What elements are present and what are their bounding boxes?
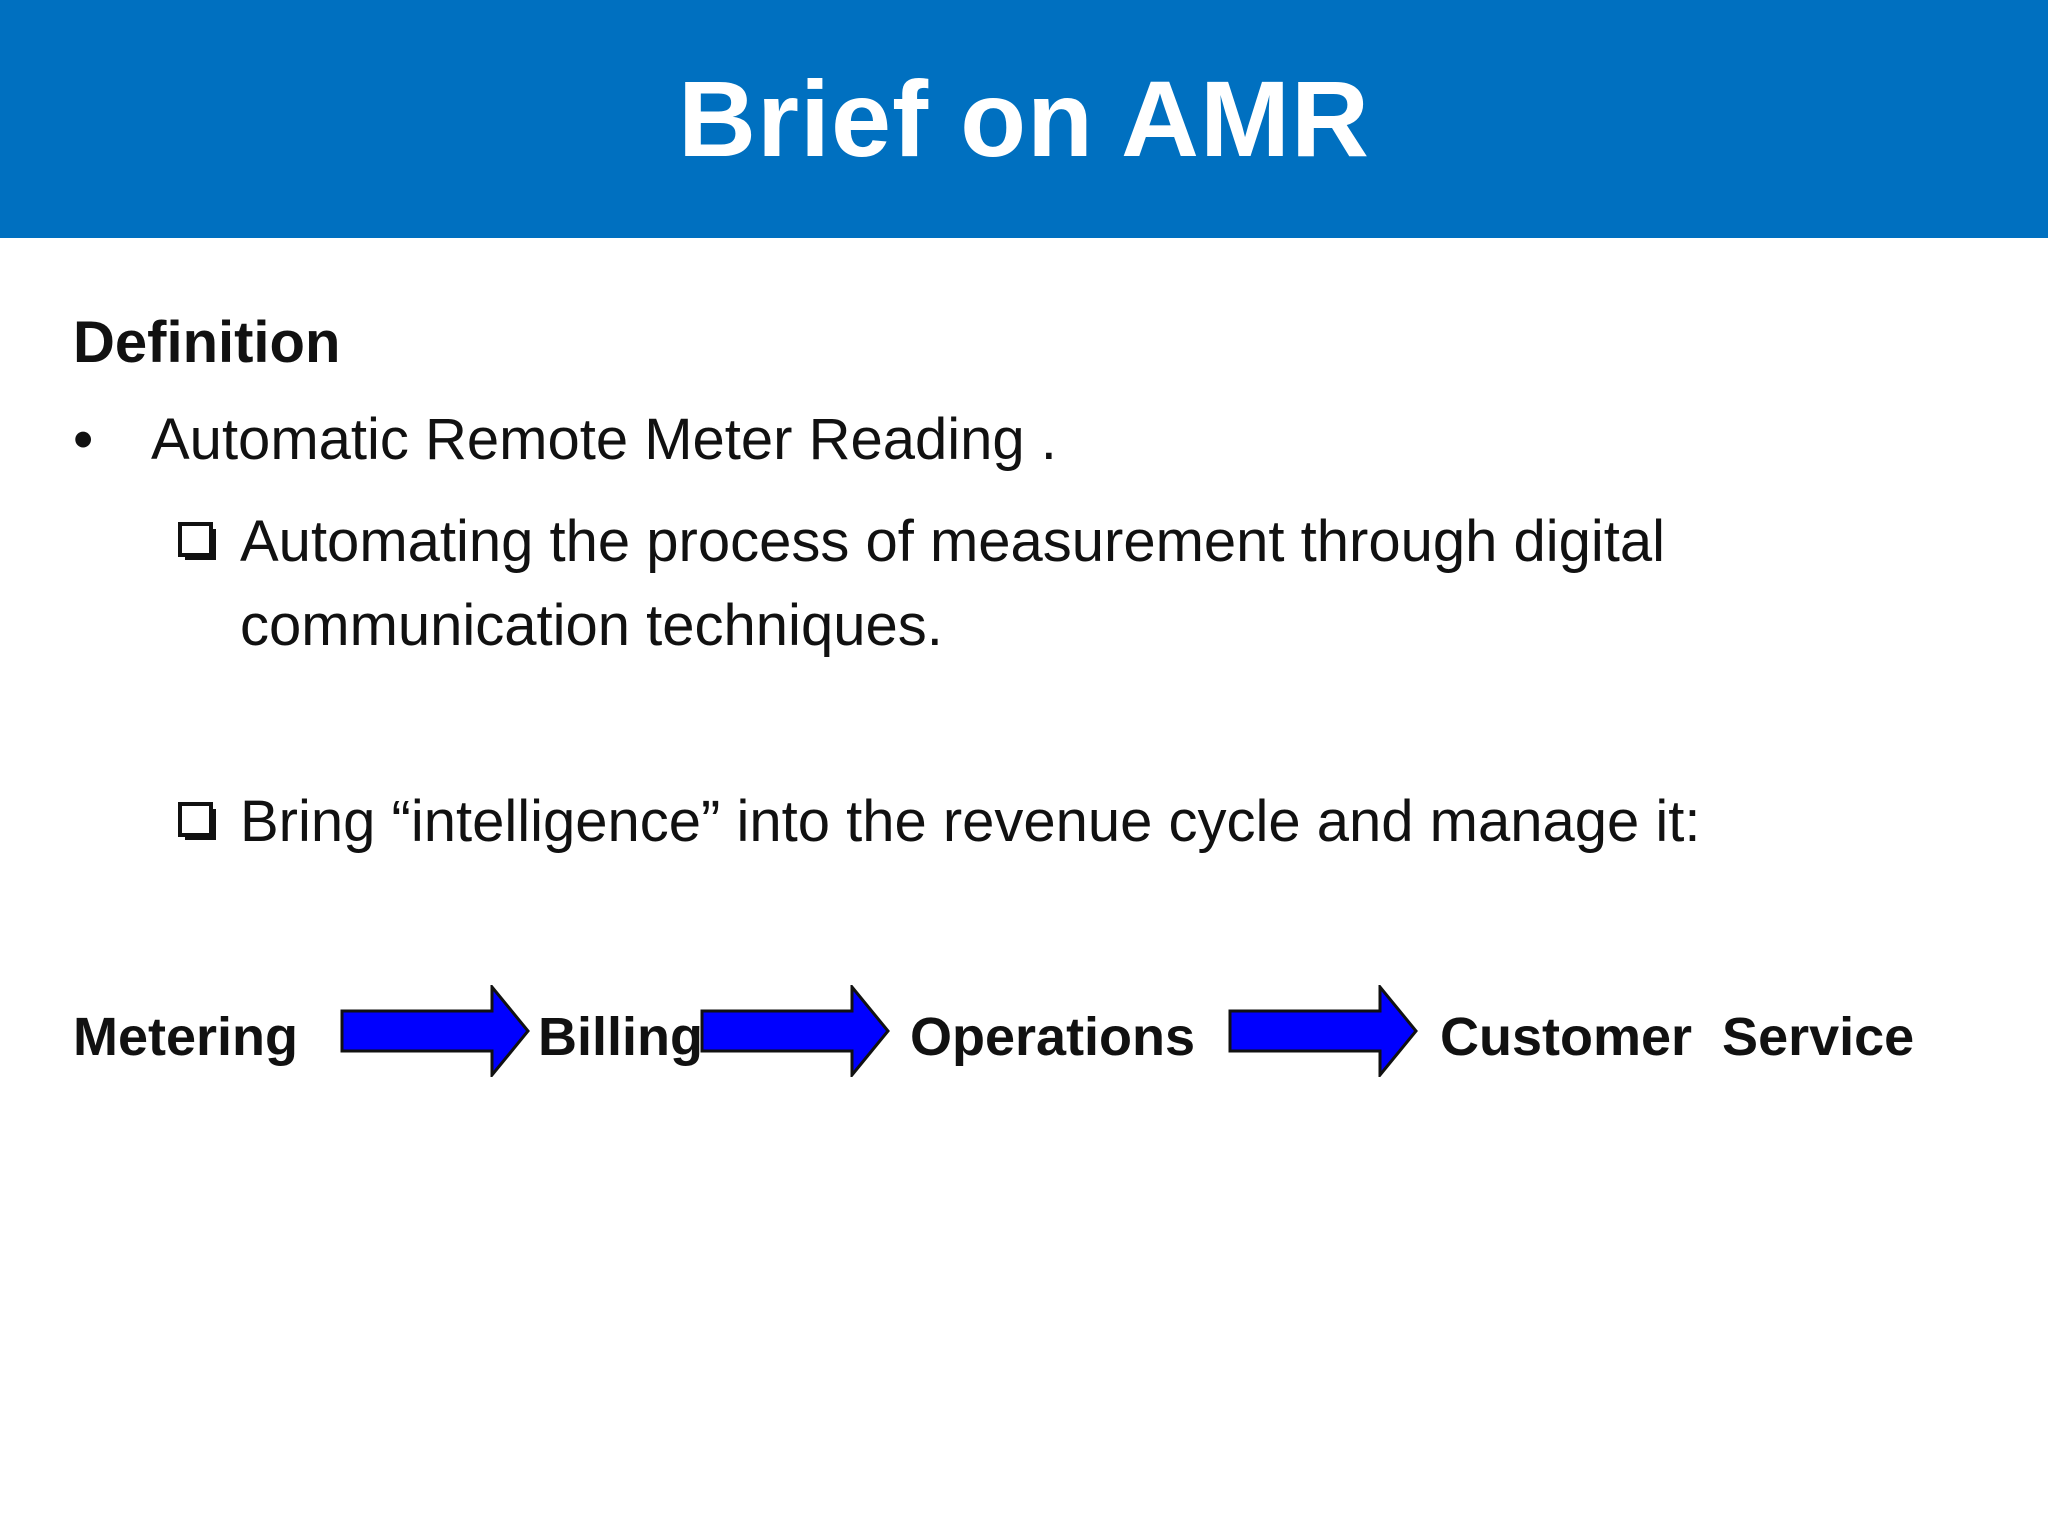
flow-step-operations: Operations bbox=[910, 1007, 1196, 1067]
right-arrow-icon bbox=[700, 985, 890, 1077]
flow-step-billing: Billing bbox=[538, 1007, 703, 1067]
right-arrow-icon bbox=[1228, 985, 1418, 1077]
sub-item-text: Bring “intelligence” into the revenue cy… bbox=[240, 789, 1701, 854]
checkbox-icon bbox=[178, 522, 216, 560]
flow-step-metering: Metering bbox=[73, 1007, 299, 1067]
right-arrow-icon bbox=[340, 985, 530, 1077]
section-heading-definition: Definition bbox=[73, 310, 341, 375]
slide-title: Brief on AMR bbox=[678, 58, 1370, 179]
process-flow: Metering Billing Operations Customer Ser… bbox=[0, 985, 2048, 1095]
checkbox-icon bbox=[178, 802, 216, 840]
sub-item-automating: Automating the process of measurement th… bbox=[178, 500, 1898, 668]
bullet-marker: • bbox=[73, 407, 94, 472]
flow-step-customer-service: Customer Service bbox=[1440, 1007, 1915, 1067]
sub-item-text: Automating the process of measurement th… bbox=[240, 509, 1666, 658]
bullet-item: • Automatic Remote Meter Reading . bbox=[73, 405, 1057, 475]
title-banner: Brief on AMR bbox=[0, 0, 2048, 238]
sub-item-intelligence: Bring “intelligence” into the revenue cy… bbox=[178, 780, 1898, 864]
bullet-text: Automatic Remote Meter Reading . bbox=[151, 407, 1057, 472]
